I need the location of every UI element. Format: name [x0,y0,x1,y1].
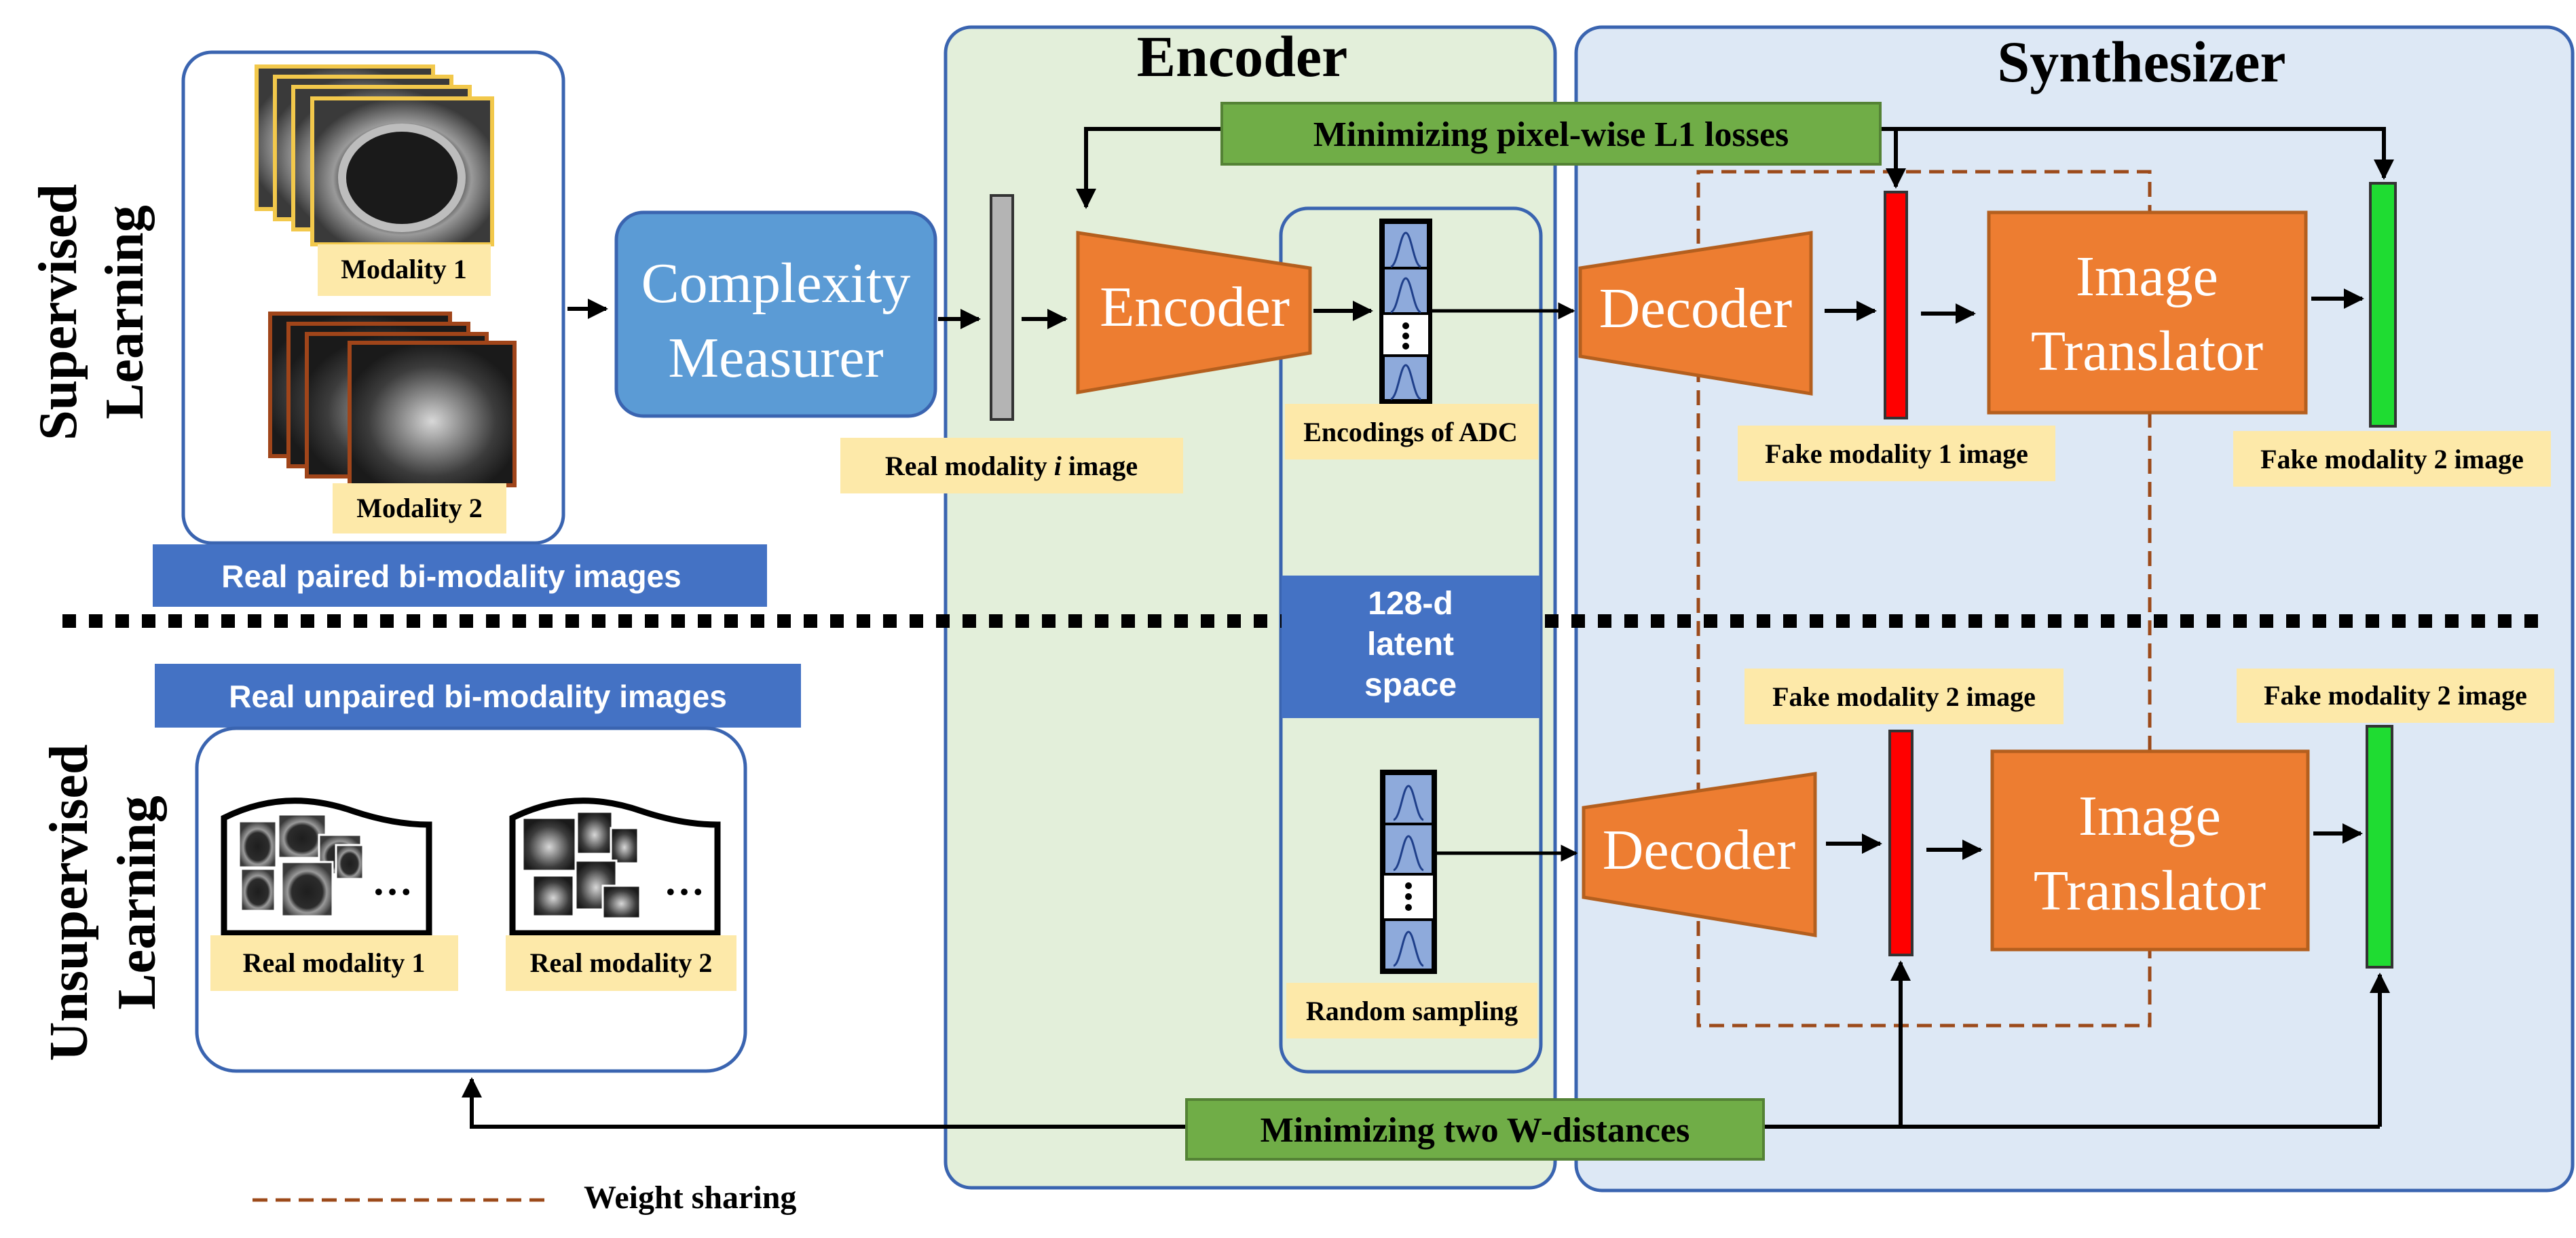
latent-space-line-2: latent [1367,626,1454,662]
real-modality1-label: Real modality 1 [243,948,426,978]
wdist-line-left [462,1077,1187,1129]
synthesizer-panel-title: Synthesizer [1997,29,2285,94]
weight-sharing-region [1696,170,2152,1028]
svg-text:Learning: Learning [107,795,167,1010]
encoder-block-label: Encoder [1100,276,1290,339]
image-translator-top [1987,210,2308,415]
fake-modality2-bar-bottom-right [2366,725,2393,969]
latent-space-box [1282,576,1540,718]
encoder-panel-title: Encoder [1137,24,1348,89]
complexity-measurer-block [614,210,937,418]
latent-space-line-1: 128-d [1368,586,1453,622]
encodings-label: Encodings of ADC [1303,417,1518,447]
modality2-label-bg [333,483,506,533]
decoder-label-bottom: Decoder [1603,819,1796,882]
fake-mod2-bl-label: Fake modality 2 image [1772,681,2036,712]
fake-mod2-top-label-bg [2233,431,2551,487]
paired-banner: Real paired bi-modality images [221,559,681,594]
fake-modality1-bar [1884,191,1908,419]
random-sampling-label: Random sampling [1306,996,1518,1026]
wdist-banner: Minimizing two W-distances [1261,1111,1690,1150]
modality2-label: Modality 2 [356,493,483,523]
synthesizer-panel [1574,25,2575,1193]
unpaired-banner: Real unpaired bi-modality images [229,679,727,714]
l1-loss-banner-bg [1220,102,1882,166]
paired-banner-bg [153,544,767,607]
fake-mod1-label-bg [1738,426,2055,481]
translator-top-line-2: Translator [2031,320,2263,383]
latent-space-line-3: space [1364,667,1457,703]
modality1-label-bg [318,244,491,296]
encodings-label-bg [1285,404,1538,459]
svg-text:Learning: Learning [95,205,155,419]
fake-modality2-bar-top [2369,182,2397,428]
encoder-block [1076,231,1312,394]
unsupervised-learning-label: Unsupervised Learning [39,745,167,1062]
real-modality1-label-bg [210,935,458,991]
fake-mod2-br-label-bg [2237,669,2554,723]
modality1-label: Modality 1 [341,254,467,284]
complexity-measurer-label-2: Measurer [668,326,883,390]
real-modality2-collage [509,798,721,937]
real-modality-i-label-bg [840,438,1183,493]
fake-mod1-label: Fake modality 1 image [1765,438,2028,469]
weight-sharing-legend-label: Weight sharing [584,1180,796,1216]
translator-bottom-line-2: Translator [2034,859,2266,922]
fake-modality2-bar-bottom-left [1888,730,1914,956]
latent-space-column [1279,206,1543,1074]
collage2-ellipsis: … [664,859,705,903]
svg-text:Supervised: Supervised [29,184,88,440]
decoder-label-top: Decoder [1599,277,1793,340]
l1-loss-banner: Minimizing pixel-wise L1 losses [1313,115,1789,154]
image-translator-bottom [1990,749,2310,952]
real-modality2-label-bg [506,935,736,991]
collage1-ellipsis: … [372,859,413,903]
translator-top-line-1: Image [2076,245,2218,308]
modality1-image-stack [255,64,494,246]
real-modality-i-label: Real modality i image [885,451,1138,481]
translator-bottom-line-1: Image [2078,785,2221,848]
supervised-learning-label: Supervised Learning [29,184,155,440]
random-sampling-label-bg [1286,983,1537,1038]
real-modality2-label: Real modality 2 [530,948,713,978]
wdist-banner-bg [1185,1098,1765,1161]
real-modality-i-bar [990,194,1014,421]
svg-text:Unsupervised: Unsupervised [39,745,99,1062]
unpaired-banner-bg [155,664,801,728]
real-modality1-collage [221,798,432,937]
modality2-image-stack [268,312,517,487]
decoder-block-bottom [1582,772,1817,937]
adc-encodings-vector [1379,219,1432,405]
l1-loss-line-left [1076,127,1222,209]
random-sampling-vector [1380,770,1437,974]
fake-mod2-br-label: Fake modality 2 image [2264,680,2527,711]
fake-mod2-top-label: Fake modality 2 image [2260,444,2524,474]
l1-loss-line-right [1880,127,2394,180]
fake-mod2-bl-label-bg [1744,669,2064,724]
complexity-measurer-label-1: Complexity [641,252,911,315]
decoder-block-top [1578,231,1813,396]
